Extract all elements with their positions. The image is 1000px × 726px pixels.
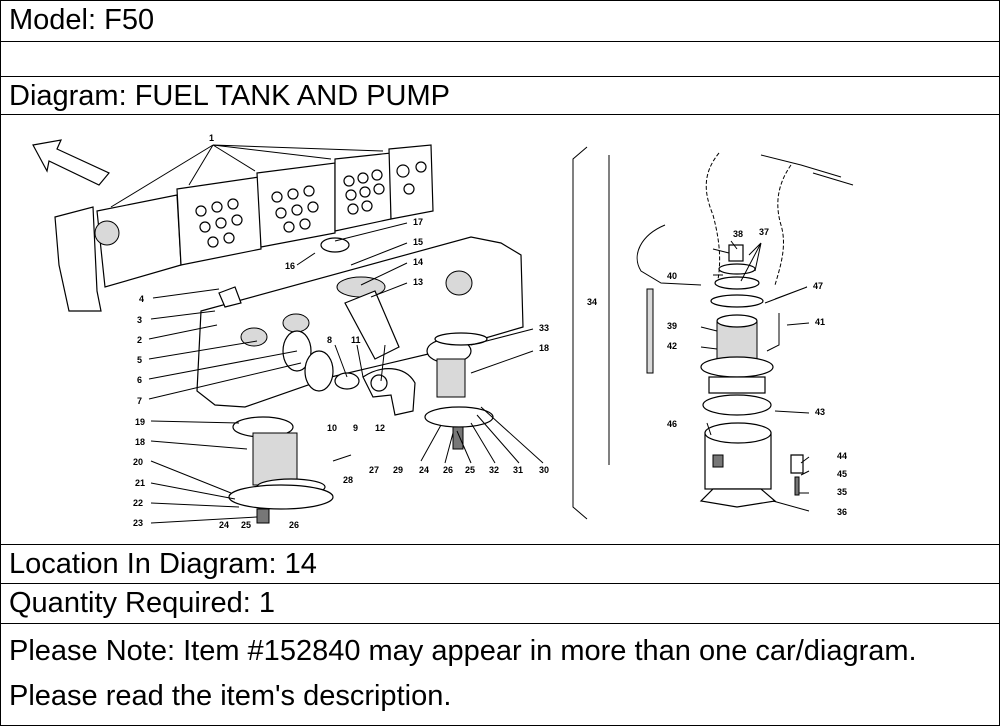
callout-11: 11 (351, 335, 361, 345)
filler-neck-assembly (320, 237, 416, 416)
callout-44: 44 (837, 451, 847, 461)
callout-13: 13 (413, 277, 423, 287)
location-row: Location In Diagram: 14 (1, 545, 999, 584)
callout-24a: 24 (219, 520, 229, 530)
callout-39: 39 (667, 321, 677, 331)
leader-lines (110, 144, 810, 524)
diagram-title: Diagram: FUEL TANK AND PUMP (9, 80, 451, 112)
callout-27: 27 (369, 465, 379, 475)
direction-arrow-icon (32, 139, 110, 186)
callout-20: 20 (133, 457, 143, 467)
callout-18b: 18 (135, 437, 145, 447)
callout-10: 10 (327, 423, 337, 433)
callout-25b: 25 (465, 465, 475, 475)
note-row: Please Note: Item #152840 may appear in … (1, 624, 999, 725)
callout-28: 28 (343, 475, 353, 485)
callout-1: 1 (209, 133, 214, 143)
pipe-fittings (282, 330, 388, 392)
callout-5: 5 (137, 355, 142, 365)
callout-16: 16 (285, 261, 295, 271)
callout-41: 41 (815, 317, 825, 327)
callout-9: 9 (353, 423, 358, 433)
callout-24b: 24 (419, 465, 429, 475)
callout-31: 31 (513, 465, 523, 475)
callout-34: 34 (587, 297, 597, 307)
callout-47: 47 (813, 281, 823, 291)
quantity-label: Quantity Required: 1 (9, 587, 275, 619)
callout-2: 2 (137, 335, 142, 345)
callout-43: 43 (815, 407, 825, 417)
exploded-parts-diagram: 1 2 3 4 5 6 7 8 9 10 11 12 13 14 15 16 1… (32, 133, 854, 530)
callout-8: 8 (327, 335, 332, 345)
blank-row (1, 42, 999, 77)
callout-42: 42 (667, 341, 677, 351)
fuel-sender-left (228, 416, 334, 524)
gasket-ring (434, 332, 488, 346)
callout-37: 37 (759, 227, 769, 237)
diagram-image: 1 2 3 4 5 6 7 8 9 10 11 12 13 14 15 16 1… (1, 115, 999, 545)
model-label: Model: F50 (9, 4, 155, 36)
callout-4: 4 (139, 294, 144, 304)
callout-14: 14 (413, 257, 423, 267)
callout-36: 36 (837, 507, 847, 517)
callout-30: 30 (539, 465, 549, 475)
callout-12: 12 (375, 423, 385, 433)
assembly-bracket-34 (572, 146, 588, 520)
callout-18a: 18 (539, 343, 549, 353)
callout-25a: 25 (241, 520, 251, 530)
callout-32: 32 (489, 465, 499, 475)
callout-6: 6 (137, 375, 142, 385)
callout-26a: 26 (289, 520, 299, 530)
diagram-row: Diagram: FUEL TANK AND PUMP (1, 77, 999, 115)
callout-22: 22 (133, 498, 143, 508)
quantity-row: Quantity Required: 1 (1, 584, 999, 624)
fuel-pump-detail (636, 152, 854, 508)
callout-40: 40 (667, 271, 677, 281)
callout-19: 19 (135, 417, 145, 427)
callout-45: 45 (837, 469, 847, 479)
pump-flange-center (424, 338, 494, 450)
callout-26b: 26 (443, 465, 453, 475)
callout-15: 15 (413, 237, 423, 247)
callout-17: 17 (413, 217, 423, 227)
callout-35: 35 (837, 487, 847, 497)
callout-38: 38 (733, 229, 743, 239)
tank-segments (54, 144, 434, 312)
callout-labels: 1 2 3 4 5 6 7 8 9 10 11 12 13 14 15 16 1… (133, 133, 847, 530)
location-label: Location In Diagram: 14 (9, 548, 317, 580)
callout-3: 3 (137, 315, 142, 325)
callout-46: 46 (667, 419, 677, 429)
model-row: Model: F50 (1, 1, 999, 42)
callout-33: 33 (539, 323, 549, 333)
callout-21: 21 (135, 478, 145, 488)
callout-29: 29 (393, 465, 403, 475)
callout-23: 23 (133, 518, 143, 528)
callout-7: 7 (137, 396, 142, 406)
note-text: Please Note: Item #152840 may appear in … (9, 635, 917, 712)
